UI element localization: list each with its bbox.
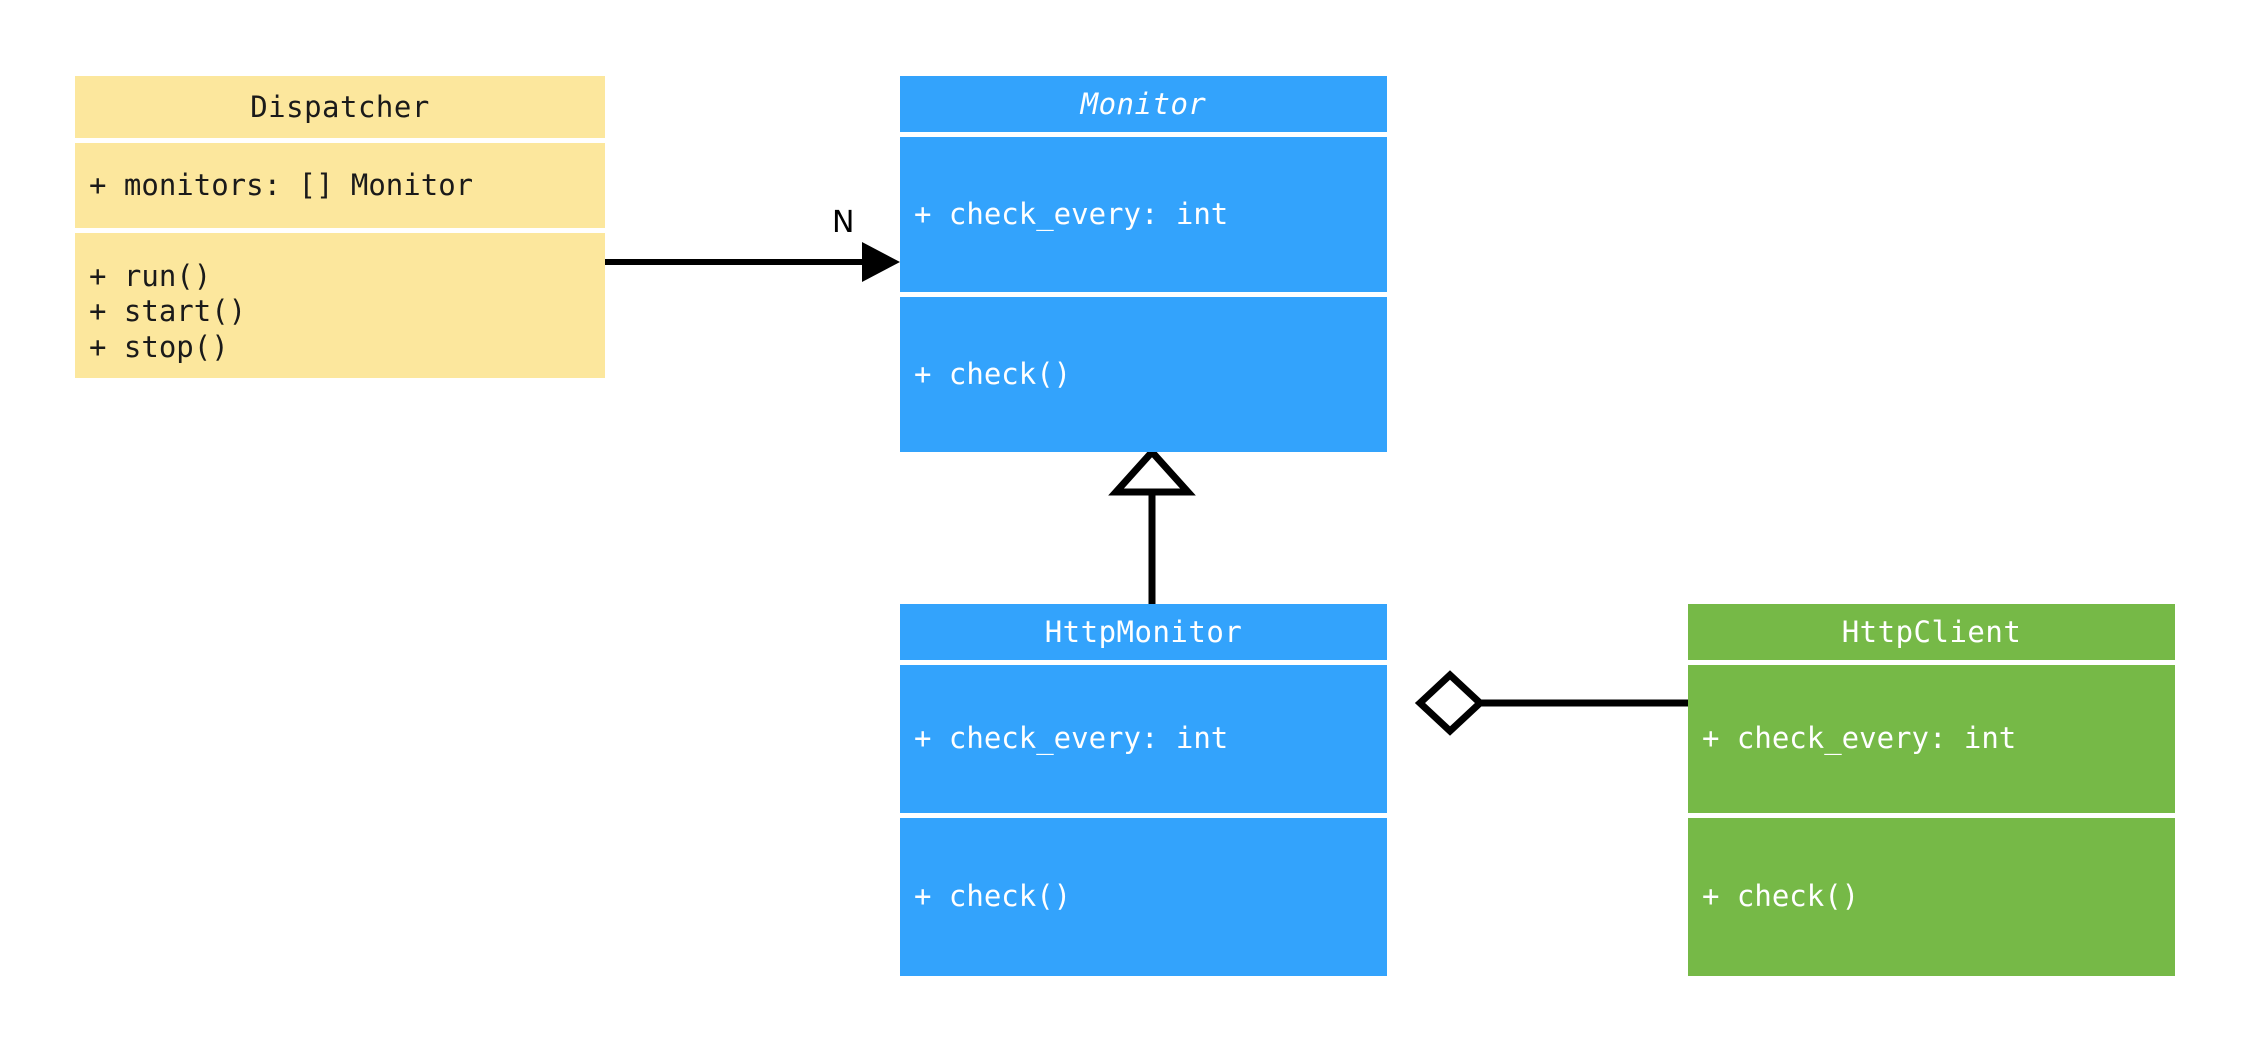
class-attributes-compartment: + monitors: [] Monitor bbox=[75, 143, 605, 228]
attribute-row: + check_every: int bbox=[914, 721, 1229, 756]
class-box-httpmonitor[interactable]: HttpMonitor + check_every: int + check() bbox=[900, 604, 1387, 976]
class-methods-compartment: + check() bbox=[900, 297, 1387, 452]
attribute-row: + monitors: [] Monitor bbox=[89, 167, 474, 202]
class-attributes-compartment: + check_every: int bbox=[1688, 665, 2175, 813]
method-row: + check() bbox=[1702, 879, 1860, 914]
class-title-compartment: HttpMonitor bbox=[900, 604, 1387, 660]
class-attributes-compartment: + check_every: int bbox=[900, 665, 1387, 813]
method-row: + run() bbox=[89, 259, 212, 293]
method-row: + check() bbox=[914, 879, 1072, 914]
edge-httpmonitor-to-monitor bbox=[1108, 446, 1196, 608]
class-name-httpmonitor: HttpMonitor bbox=[1044, 615, 1243, 649]
edge-label-multiplicity-n: N bbox=[832, 205, 855, 240]
class-methods-compartment: + check() bbox=[1688, 818, 2175, 976]
class-methods-compartment: + run() + start() + stop() bbox=[75, 233, 605, 378]
class-box-dispatcher[interactable]: Dispatcher + monitors: [] Monitor + run(… bbox=[75, 76, 605, 378]
class-attributes-compartment: + check_every: int bbox=[900, 137, 1387, 292]
edge-dispatcher-to-monitor bbox=[605, 242, 900, 282]
class-box-monitor[interactable]: Monitor + check_every: int + check() bbox=[900, 76, 1387, 452]
class-name-dispatcher: Dispatcher bbox=[250, 90, 430, 124]
class-title-compartment: Dispatcher bbox=[75, 76, 605, 138]
method-row: + start() bbox=[89, 294, 247, 329]
class-box-httpclient[interactable]: HttpClient + check_every: int + check() bbox=[1688, 604, 2175, 976]
class-title-compartment: HttpClient bbox=[1688, 604, 2175, 660]
class-name-httpclient: HttpClient bbox=[1841, 615, 2022, 649]
attribute-row: + check_every: int bbox=[1702, 721, 2017, 756]
class-methods-compartment: + check() bbox=[900, 818, 1387, 976]
edge-httpmonitor-to-httpclient bbox=[1414, 670, 1688, 736]
method-row: + check() bbox=[914, 356, 1072, 391]
method-row: + stop() bbox=[89, 329, 229, 364]
class-title-compartment: Monitor bbox=[900, 76, 1387, 132]
class-name-monitor: Monitor bbox=[1080, 87, 1207, 121]
attribute-row: + check_every: int bbox=[914, 196, 1229, 231]
